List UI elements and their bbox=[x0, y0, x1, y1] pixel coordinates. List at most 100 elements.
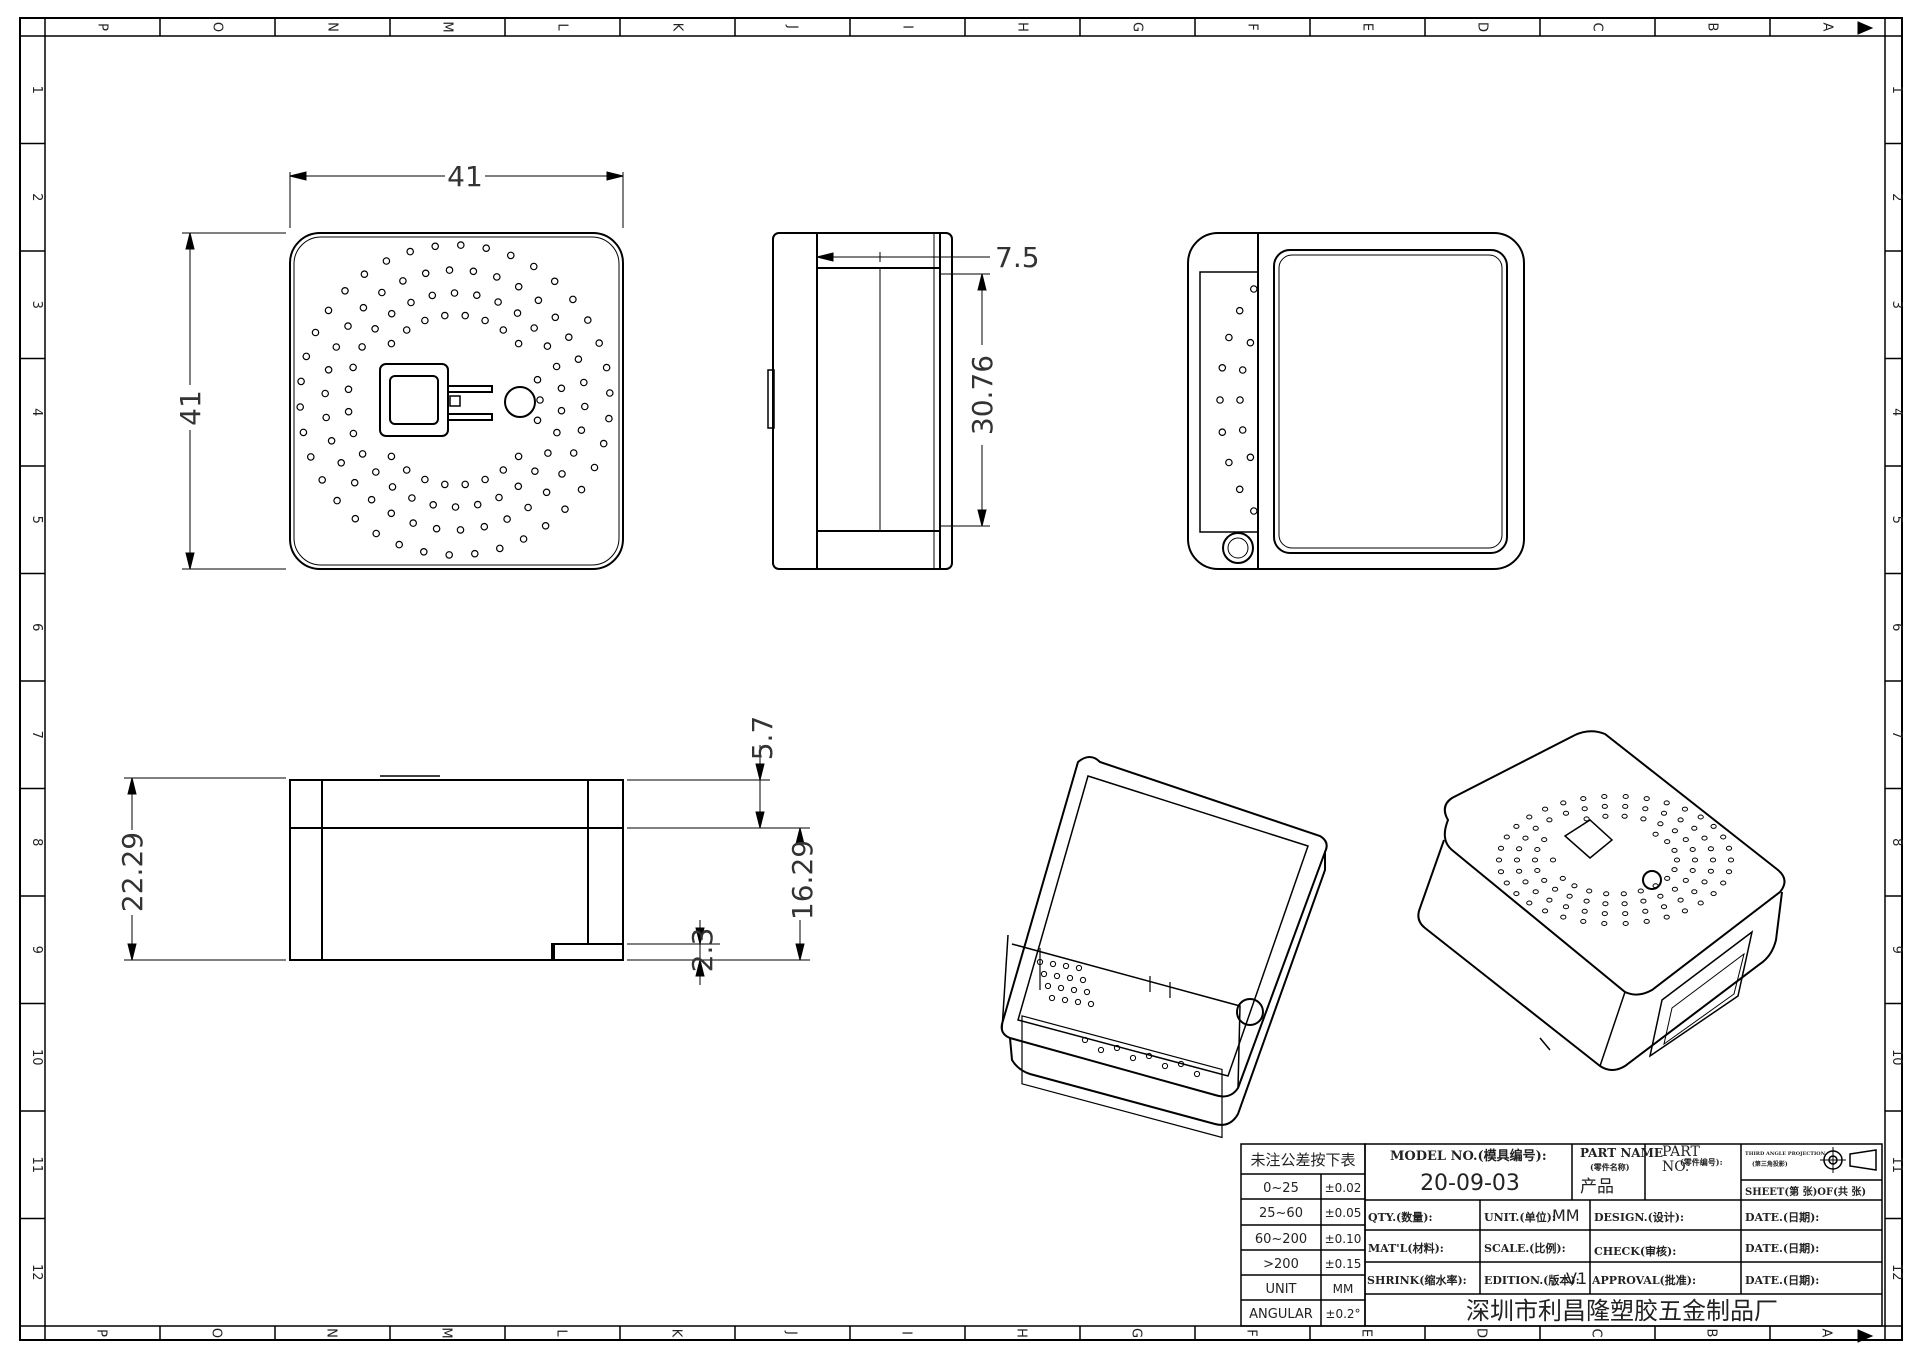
speaker-hole bbox=[1622, 794, 1629, 799]
side-height-dimension bbox=[940, 273, 990, 527]
speaker-hole bbox=[550, 277, 559, 286]
speaker-hole bbox=[602, 363, 611, 372]
border-row-label-right: 3 bbox=[1889, 301, 1904, 309]
speaker-hole bbox=[1710, 823, 1717, 829]
speaker-hole bbox=[513, 309, 522, 317]
speaker-hole bbox=[409, 519, 418, 527]
speaker-hole bbox=[429, 500, 438, 509]
speaker-hole bbox=[306, 453, 315, 461]
speaker-hole bbox=[1074, 998, 1082, 1006]
date-label-3: DATE.(日期): bbox=[1745, 1273, 1819, 1287]
speaker-hole bbox=[1689, 847, 1696, 852]
border-col-label-bottom: O bbox=[209, 1328, 224, 1338]
speaker-hole bbox=[324, 365, 333, 374]
speaker-hole bbox=[337, 458, 346, 467]
speaker-hole bbox=[1581, 806, 1588, 812]
speaker-hole bbox=[599, 439, 608, 448]
speaker-hole bbox=[1225, 458, 1233, 467]
speaker-hole bbox=[1691, 889, 1698, 895]
speaker-hole bbox=[1681, 908, 1689, 914]
tolerance-range: 60~200 bbox=[1255, 1232, 1307, 1247]
border-col-label-bottom: L bbox=[554, 1329, 569, 1337]
speaker-hole bbox=[580, 402, 589, 411]
tolerance-title: 未注公差按下表 bbox=[1250, 1151, 1355, 1169]
speaker-hole bbox=[1586, 888, 1593, 894]
iso-view-top bbox=[1417, 730, 1786, 1071]
border-col-label-top: K bbox=[670, 23, 685, 32]
bottom-step-label: 2.3 bbox=[686, 928, 719, 973]
speaker-hole bbox=[514, 282, 523, 291]
speaker-hole bbox=[1238, 366, 1247, 374]
speaker-hole bbox=[1642, 908, 1649, 914]
border-row-label-left: 3 bbox=[29, 301, 44, 309]
speaker-hole bbox=[461, 480, 470, 489]
speaker-hole bbox=[503, 515, 511, 523]
speaker-hole bbox=[1070, 986, 1078, 994]
speaker-hole bbox=[1707, 846, 1715, 852]
speaker-hole bbox=[1503, 880, 1510, 886]
speaker-hole bbox=[472, 291, 481, 300]
speaker-hole bbox=[349, 429, 358, 438]
back-led-icon bbox=[1222, 532, 1254, 564]
speaker-hole bbox=[1640, 816, 1647, 822]
speaker-hole bbox=[382, 257, 391, 265]
border-row-label-left: 11 bbox=[29, 1156, 44, 1173]
speaker-hole bbox=[494, 298, 502, 306]
edition-value: V1 bbox=[1566, 1269, 1587, 1288]
speaker-hole bbox=[1216, 396, 1224, 404]
speaker-hole bbox=[1246, 453, 1255, 462]
border-col-label-top: L bbox=[555, 23, 570, 31]
border-row-label-left: 7 bbox=[29, 731, 44, 739]
speaker-hole bbox=[1087, 1000, 1095, 1008]
speaker-hole bbox=[1145, 1052, 1153, 1060]
speaker-hole bbox=[557, 384, 566, 393]
tolerance-value: ±0.05 bbox=[1325, 1206, 1362, 1220]
border-col-label-top: F bbox=[1245, 23, 1260, 30]
speaker-hole bbox=[1522, 879, 1529, 885]
speaker-hole bbox=[399, 277, 407, 285]
speaker-hole bbox=[371, 468, 380, 476]
front-height-dimension bbox=[182, 232, 286, 570]
bottom-lower-label: 16.29 bbox=[786, 840, 819, 920]
border-col-label-bottom: F bbox=[1244, 1329, 1259, 1336]
speaker-hole bbox=[1580, 918, 1587, 924]
border-col-label-bottom: B bbox=[1704, 1329, 1719, 1338]
speaker-hole bbox=[1671, 886, 1679, 892]
check-label: CHECK(审核): bbox=[1594, 1244, 1676, 1258]
speaker-hole bbox=[1660, 904, 1668, 910]
speaker-hole bbox=[470, 549, 479, 558]
speaker-hole bbox=[367, 495, 376, 504]
speaker-hole bbox=[1727, 857, 1735, 863]
speaker-hole bbox=[1601, 911, 1608, 917]
border-col-label-top: A bbox=[1820, 23, 1835, 32]
speaker-hole bbox=[445, 551, 454, 559]
title-block bbox=[1364, 1143, 1883, 1327]
speaker-hole bbox=[1542, 806, 1549, 812]
unit-label: UNIT.(单位): bbox=[1484, 1210, 1556, 1224]
speaker-hole bbox=[311, 328, 320, 337]
tolerance-range: UNIT bbox=[1265, 1282, 1296, 1297]
speaker-hole bbox=[406, 247, 415, 256]
speaker-hole bbox=[1640, 898, 1647, 904]
speaker-hole bbox=[1542, 908, 1549, 914]
speaker-hole bbox=[1522, 835, 1529, 841]
speaker-hole bbox=[344, 407, 353, 416]
speaker-hole bbox=[297, 377, 305, 386]
speaker-hole bbox=[469, 267, 478, 276]
speaker-hole bbox=[318, 476, 327, 484]
speaker-hole bbox=[1560, 914, 1567, 920]
speaker-hole bbox=[1622, 921, 1629, 926]
border-col-label-bottom: I bbox=[899, 1331, 914, 1335]
side-top-dimension bbox=[816, 252, 990, 262]
speaker-hole bbox=[402, 326, 411, 334]
speaker-hole bbox=[456, 241, 465, 249]
border-col-label-bottom: H bbox=[1014, 1328, 1029, 1338]
speaker-hole bbox=[1664, 875, 1671, 881]
speaker-hole bbox=[1048, 994, 1056, 1002]
speaker-hole bbox=[1571, 883, 1578, 889]
iso-view-back bbox=[1000, 756, 1328, 1139]
border-row-label-left: 10 bbox=[29, 1049, 44, 1066]
speaker-hole bbox=[431, 242, 440, 251]
border-col-label-bottom: E bbox=[1359, 1329, 1374, 1337]
